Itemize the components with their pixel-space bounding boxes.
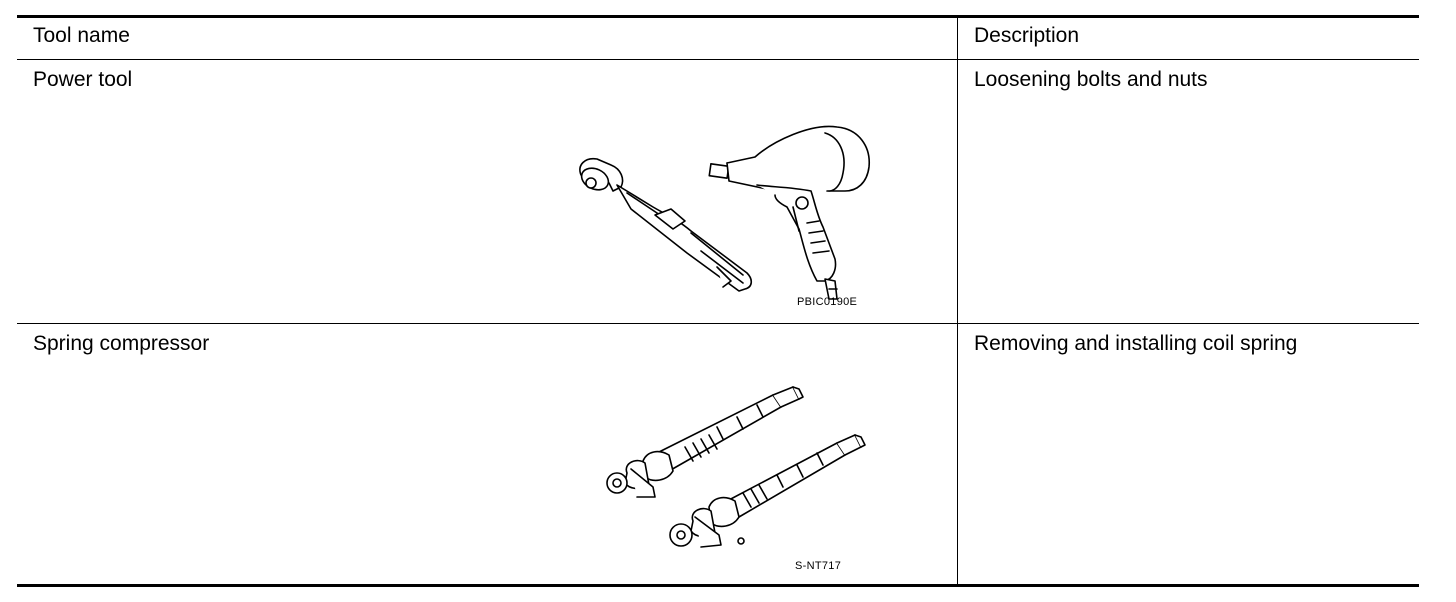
row-2-tool-name: Spring compressor — [33, 332, 210, 355]
row-1-tool-name: Power tool — [33, 68, 133, 91]
spring-compressor-illustration — [606, 386, 866, 548]
air-ratchet-icon — [579, 157, 753, 292]
row-1-figure-code: PBIC0190E — [797, 296, 858, 308]
row-divider — [17, 323, 1419, 324]
header-tool-name: Tool name — [33, 24, 130, 47]
impact-wrench-icon — [708, 125, 870, 300]
tools-table: Tool name Description Power tool Looseni… — [17, 15, 1419, 587]
row-1-description: Loosening bolts and nuts — [974, 68, 1208, 91]
header-description: Description — [974, 24, 1080, 47]
row-2-description: Removing and installing coil spring — [974, 332, 1298, 355]
spring-compressor-upper-icon — [606, 386, 804, 498]
power-tool-illustration — [579, 125, 870, 300]
row-2-figure-code: S-NT717 — [795, 560, 842, 572]
column-divider — [957, 17, 958, 586]
spring-compressor-lower-icon — [669, 434, 866, 548]
table-bottom-rule — [17, 584, 1419, 587]
table-top-rule — [17, 15, 1419, 18]
header-divider — [17, 59, 1419, 60]
